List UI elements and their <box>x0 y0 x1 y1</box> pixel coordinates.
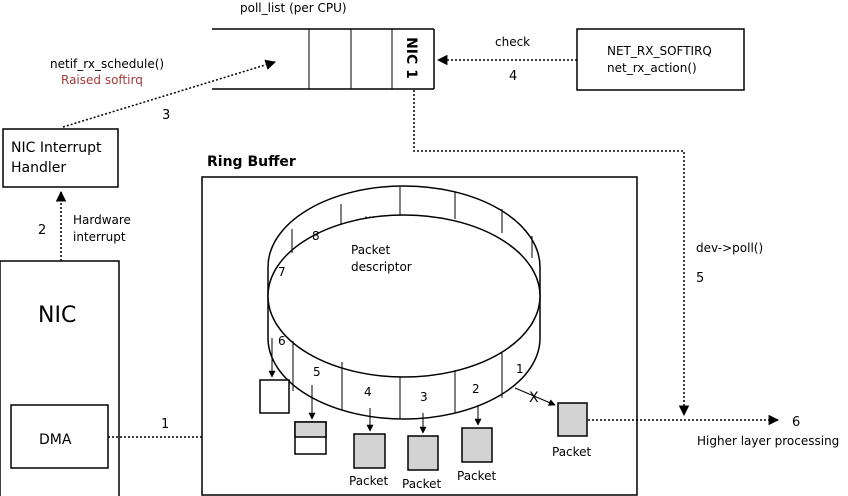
dma-box <box>10 404 109 469</box>
ring-ellipsis: ... <box>364 207 375 221</box>
packet-slot3 <box>407 435 439 471</box>
slot-number-1: 1 <box>516 362 524 376</box>
step-6: 6 <box>792 415 800 430</box>
packet-slot2 <box>461 427 493 463</box>
packet-label-slot1: Packet <box>552 445 592 459</box>
dev-poll-label: dev->poll() <box>696 241 763 255</box>
ring-buffer-title: Ring Buffer <box>207 154 296 170</box>
handler-line2: Handler <box>11 160 66 176</box>
slot-number-6: 6 <box>278 334 286 348</box>
packet-slot1 <box>557 402 588 437</box>
slot-number-3: 3 <box>420 390 428 404</box>
dma-label: DMA <box>39 432 72 448</box>
packet-descriptor-line2: descriptor <box>351 260 412 274</box>
step-3: 3 <box>162 108 170 123</box>
slot-number-8: 8 <box>312 229 320 243</box>
nic-label: NIC <box>38 303 76 328</box>
slot-number-5: 5 <box>313 365 321 379</box>
poll-list-nic1-slot: NIC 1 <box>403 37 419 79</box>
slot-number-7: 7 <box>278 265 286 279</box>
poll-list-title: poll_list (per CPU) <box>240 1 347 15</box>
ring-buffer-ring <box>267 185 541 420</box>
dev-poll-arrow <box>413 90 690 417</box>
hardware-interrupt-line1: Hardware <box>73 213 131 227</box>
packet-slot4 <box>353 433 386 469</box>
empty-buffer <box>259 379 290 414</box>
higher-layer-label: Higher layer processing <box>697 434 839 448</box>
x-mark: X <box>529 390 539 406</box>
softirq-box <box>576 28 745 91</box>
netif-rx-schedule-label: netif_rx_schedule() <box>50 57 164 71</box>
slot-number-2: 2 <box>472 382 480 396</box>
slot-number-4: 4 <box>364 385 372 399</box>
dma-target-buffer <box>294 421 327 455</box>
softirq-function: net_rx_action() <box>607 61 697 75</box>
packet-label-slot3: Packet <box>402 477 442 491</box>
packet-label-slot4: Packet <box>349 474 389 488</box>
raised-softirq-note: Raised softirq <box>61 73 143 87</box>
hardware-interrupt-line2: interrupt <box>73 230 126 244</box>
schedule-arrow <box>62 59 277 128</box>
step-1: 1 <box>161 417 169 432</box>
handler-line1: NIC Interrupt <box>11 140 102 156</box>
softirq-name: NET_RX_SOFTIRQ <box>607 44 712 58</box>
step-5: 5 <box>696 271 704 286</box>
nic-interrupt-handler-box <box>2 128 119 188</box>
check-label: check <box>495 35 530 49</box>
step-4: 4 <box>509 69 517 84</box>
packet-descriptor-line1: Packet <box>351 243 391 257</box>
slot1-pointer <box>514 387 556 406</box>
packet-label-slot2: Packet <box>457 469 497 483</box>
poll-list-queue <box>212 28 435 90</box>
step-2: 2 <box>38 223 46 238</box>
